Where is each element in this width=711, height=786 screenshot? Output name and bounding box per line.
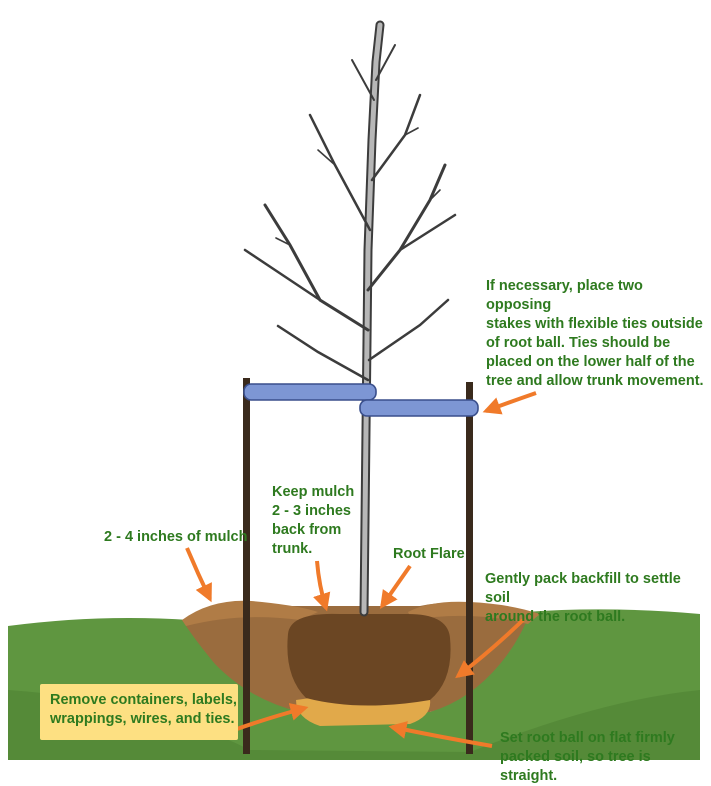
- arrow-icon: [455, 618, 525, 679]
- annotation-stakes: If necessary, place two opposing stakes …: [486, 278, 704, 389]
- stake-icon: [243, 378, 250, 754]
- label-background: [40, 684, 238, 740]
- annotation-remove: Remove containers, labels, wrappings, wi…: [50, 692, 237, 727]
- arrow-icon: [233, 703, 309, 732]
- stake-icon: [466, 382, 473, 754]
- mulch-layer: [182, 600, 540, 626]
- arrow-icon: [185, 547, 212, 603]
- annotation-mulch-distance: Keep mulch 2 - 3 inches back from trunk.: [272, 484, 355, 557]
- tree-illustration: [243, 20, 457, 617]
- arrow-icon: [388, 721, 493, 748]
- tie-strap-icon: [359, 399, 479, 417]
- arrow-icon: [379, 564, 412, 609]
- annotation-root-ball: Set root ball on flat firmly packed soil…: [500, 730, 675, 784]
- tie-strap-icon: [243, 383, 377, 401]
- root-ball: [287, 613, 451, 706]
- arrow-icon: [313, 560, 331, 612]
- grass-shading: [8, 690, 700, 760]
- annotation-backfill: Gently pack backfill to settle soil arou…: [485, 571, 681, 625]
- stakes: [243, 378, 473, 754]
- annotation-root-flare: Root Flare: [393, 546, 465, 562]
- annotation-mulch-depth: 2 - 4 inches of mulch: [104, 529, 248, 545]
- tie-straps: [243, 383, 479, 417]
- arrow-icon: [482, 391, 537, 415]
- callout-arrows: [185, 391, 537, 748]
